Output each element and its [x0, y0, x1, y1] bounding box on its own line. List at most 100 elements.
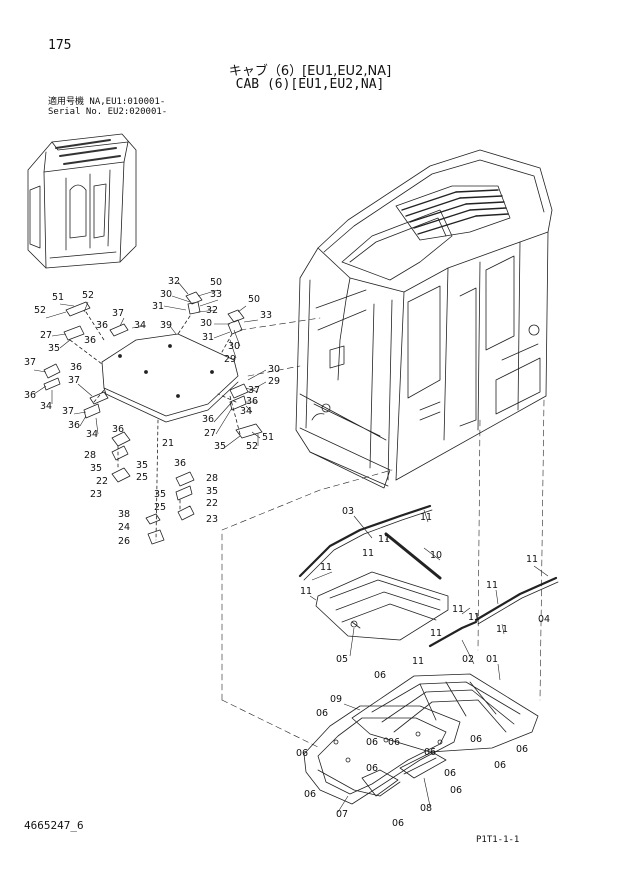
callout-label: 39: [160, 320, 172, 331]
callout-label: 22: [206, 498, 218, 509]
callout-label: 52: [246, 441, 258, 452]
callout-label: 04: [538, 614, 550, 625]
callout-label: 50: [248, 294, 260, 305]
callout-label: 37: [68, 375, 80, 386]
callout-label: 34: [40, 401, 52, 412]
callout-label: 06: [470, 734, 482, 745]
callout-label: 27: [204, 428, 216, 439]
callout-label: 34: [86, 429, 98, 440]
callout-label: 11: [430, 628, 442, 639]
callout-label: 38: [118, 509, 130, 520]
callout-label: 06: [374, 670, 386, 681]
callout-label: 52: [82, 290, 94, 301]
callout-label: 31: [152, 301, 164, 312]
callout-label: 51: [52, 292, 64, 303]
callout-label: 26: [118, 536, 130, 547]
callout-label: 06: [444, 768, 456, 779]
callout-label: 11: [362, 548, 374, 559]
callout-label: 37: [24, 357, 36, 368]
callout-label: 51: [262, 432, 274, 443]
callout-label: 06: [296, 748, 308, 759]
callout-label: 36: [84, 335, 96, 346]
callout-label: 33: [210, 289, 222, 300]
callout-label: 36: [96, 320, 108, 331]
callout-label: 11: [300, 586, 312, 597]
callout-label: 37: [62, 406, 74, 417]
callout-label: 11: [412, 656, 424, 667]
callout-label: 30: [200, 318, 212, 329]
callout-label: 28: [206, 473, 218, 484]
callout-label: 06: [516, 744, 528, 755]
callout-label: 10: [430, 550, 442, 561]
callout-label: 06: [304, 789, 316, 800]
callout-label: 05: [336, 654, 348, 665]
callout-label: 36: [24, 390, 36, 401]
callout-label: 11: [452, 604, 464, 615]
callout-label: 36: [112, 424, 124, 435]
callout-label: 02: [462, 654, 474, 665]
callout-label: 11: [486, 580, 498, 591]
callout-label: 37: [112, 308, 124, 319]
callout-label: 33: [260, 310, 272, 321]
floor-plate-drawing: [43, 291, 263, 545]
page-title-english: CAB (6)[EU1,EU2,NA]: [235, 77, 385, 92]
callout-label: 03: [342, 506, 354, 517]
callout-label: 35: [136, 460, 148, 471]
callout-label: 24: [118, 522, 130, 533]
callout-label: 34: [240, 406, 252, 417]
cab-thumbnail-drawing: [27, 133, 137, 269]
page-title-japanese: キャブ（6）[EU1,EU2,NA]: [228, 64, 392, 79]
page-reference: P1T1-1-1: [476, 835, 520, 845]
callout-label: 35: [48, 343, 60, 354]
callout-label: 06: [424, 747, 436, 758]
callout-label: 23: [206, 514, 218, 525]
callout-label: 22: [96, 476, 108, 487]
callout-label: 06: [450, 785, 462, 796]
cab-frame-drawing: [295, 149, 553, 489]
assembly-leader-lines: [221, 317, 545, 749]
callout-label: 11: [320, 562, 332, 573]
figure-id: 4665247_6: [24, 819, 84, 832]
callout-label: 07: [336, 809, 348, 820]
callout-label: 06: [494, 760, 506, 771]
callout-label: 23: [90, 489, 102, 500]
callout-label: 06: [388, 737, 400, 748]
callout-label: 35: [206, 486, 218, 497]
callout-label: 36: [70, 362, 82, 373]
callout-label: 30: [228, 341, 240, 352]
callout-label: 36: [246, 396, 258, 407]
callout-label: 35: [154, 489, 166, 500]
callout-label: 35: [90, 463, 102, 474]
callout-label: 25: [136, 472, 148, 483]
serial-applicability-line-1: 適用号機 NA,EU1:010001-: [48, 97, 166, 107]
callout-label: 30: [160, 289, 172, 300]
callout-label: 06: [366, 763, 378, 774]
callout-label: 30: [268, 364, 280, 375]
callout-label: 06: [366, 737, 378, 748]
callout-label: 25: [154, 502, 166, 513]
callout-label: 21: [162, 438, 174, 449]
callout-label: 27: [40, 330, 52, 341]
callout-label: 06: [392, 818, 404, 829]
callout-label: 50: [210, 277, 222, 288]
callout-label: 36: [174, 458, 186, 469]
callout-label: 36: [68, 420, 80, 431]
callout-label: 31: [202, 332, 214, 343]
callout-label: 11: [420, 512, 432, 523]
page-number: 175: [48, 38, 72, 53]
roof-panel-drawing: [298, 504, 559, 805]
serial-applicability-line-2: Serial No. EU2:020001-: [48, 107, 168, 117]
callout-label: 11: [468, 612, 480, 623]
callout-label: 11: [496, 624, 508, 635]
callout-label: 29: [224, 354, 236, 365]
callout-label: 36: [202, 414, 214, 425]
callout-label: 35: [214, 441, 226, 452]
callout-label: 32: [168, 276, 180, 287]
callout-label: 09: [330, 694, 342, 705]
callout-label: 11: [526, 554, 538, 565]
callout-label: 06: [316, 708, 328, 719]
callout-label: 08: [420, 803, 432, 814]
callout-label: 29: [268, 376, 280, 387]
callout-label: 34: [134, 320, 146, 331]
